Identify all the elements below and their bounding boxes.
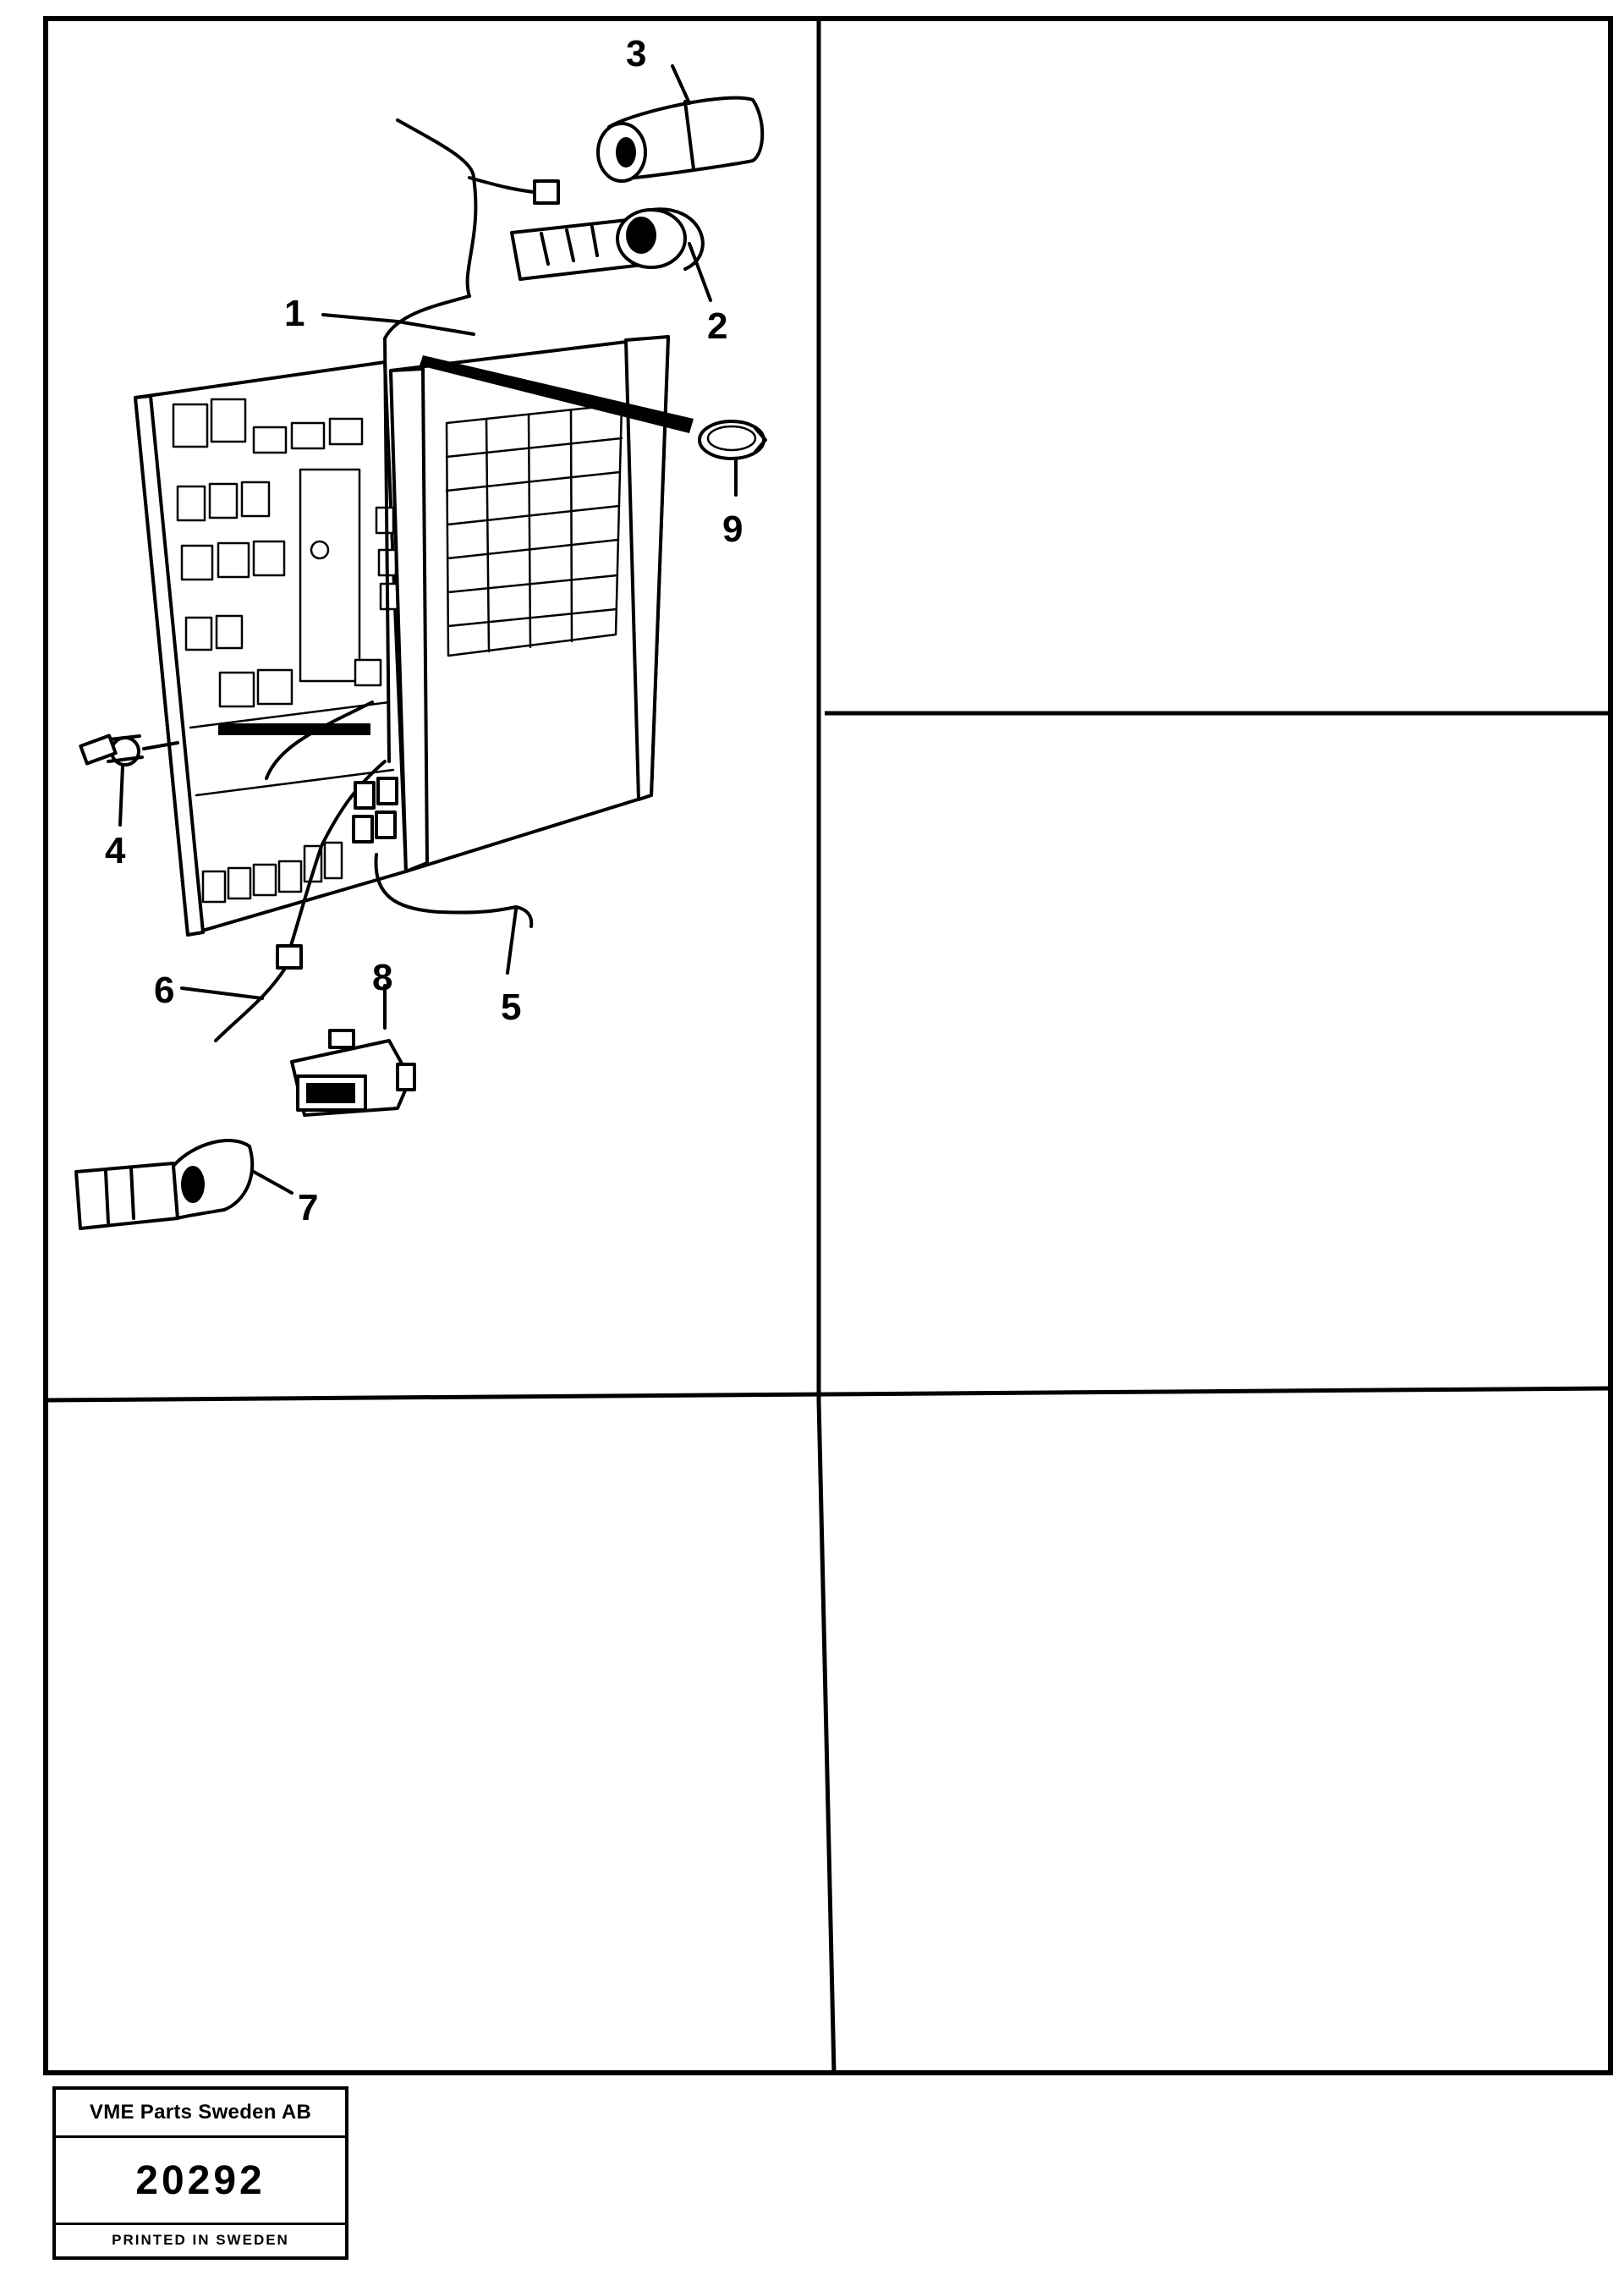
callout-labels: 1 2 3 4 5 6 7 8 9 — [105, 33, 743, 1228]
wiring-harness — [214, 118, 560, 1042]
callout-9: 9 — [722, 508, 743, 550]
callout-4: 4 — [105, 830, 126, 871]
stamp-printed: PRINTED IN SWEDEN — [112, 2232, 289, 2248]
callout-8: 8 — [372, 957, 392, 998]
frame-grid — [43, 16, 1613, 2075]
callout-1: 1 — [284, 293, 304, 334]
central-electrical-unit — [134, 335, 670, 937]
item-7-cable-terminal — [74, 1139, 255, 1230]
stamp-number: 20292 — [56, 2138, 345, 2225]
callout-7: 7 — [298, 1187, 318, 1228]
item-9-hose-clip — [698, 420, 767, 460]
callout-5: 5 — [501, 986, 521, 1028]
item-8-connector-housing — [290, 1029, 416, 1117]
item-2-terminal-sleeve — [510, 207, 705, 281]
callout-6: 6 — [154, 970, 174, 1011]
publisher-stamp: VME Parts Sweden AB 20292 PRINTED IN SWE… — [52, 2086, 348, 2260]
callout-3: 3 — [626, 33, 646, 74]
callout-2: 2 — [707, 305, 727, 347]
leader-lines — [118, 64, 738, 1195]
item-4-screw — [79, 734, 179, 767]
item-3-sleeve — [596, 96, 765, 183]
stamp-company: VME Parts Sweden AB — [56, 2090, 345, 2138]
